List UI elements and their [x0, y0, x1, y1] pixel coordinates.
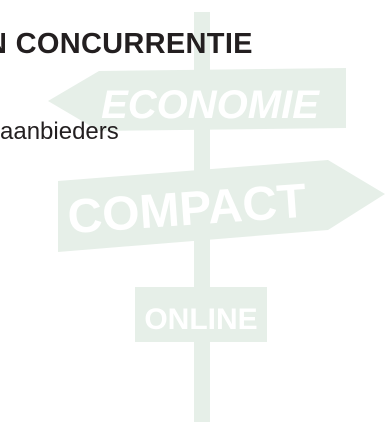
- sign-compact: [58, 160, 385, 252]
- sign-economie: [48, 68, 346, 131]
- section-heading: N CONCURRENTIE: [0, 28, 253, 60]
- sign-online: [135, 287, 267, 342]
- sign-online-label: ONLINE: [144, 303, 257, 336]
- sign-economie-label: ECONOMIE: [101, 83, 320, 127]
- body-text-line: aanbieders: [0, 118, 119, 145]
